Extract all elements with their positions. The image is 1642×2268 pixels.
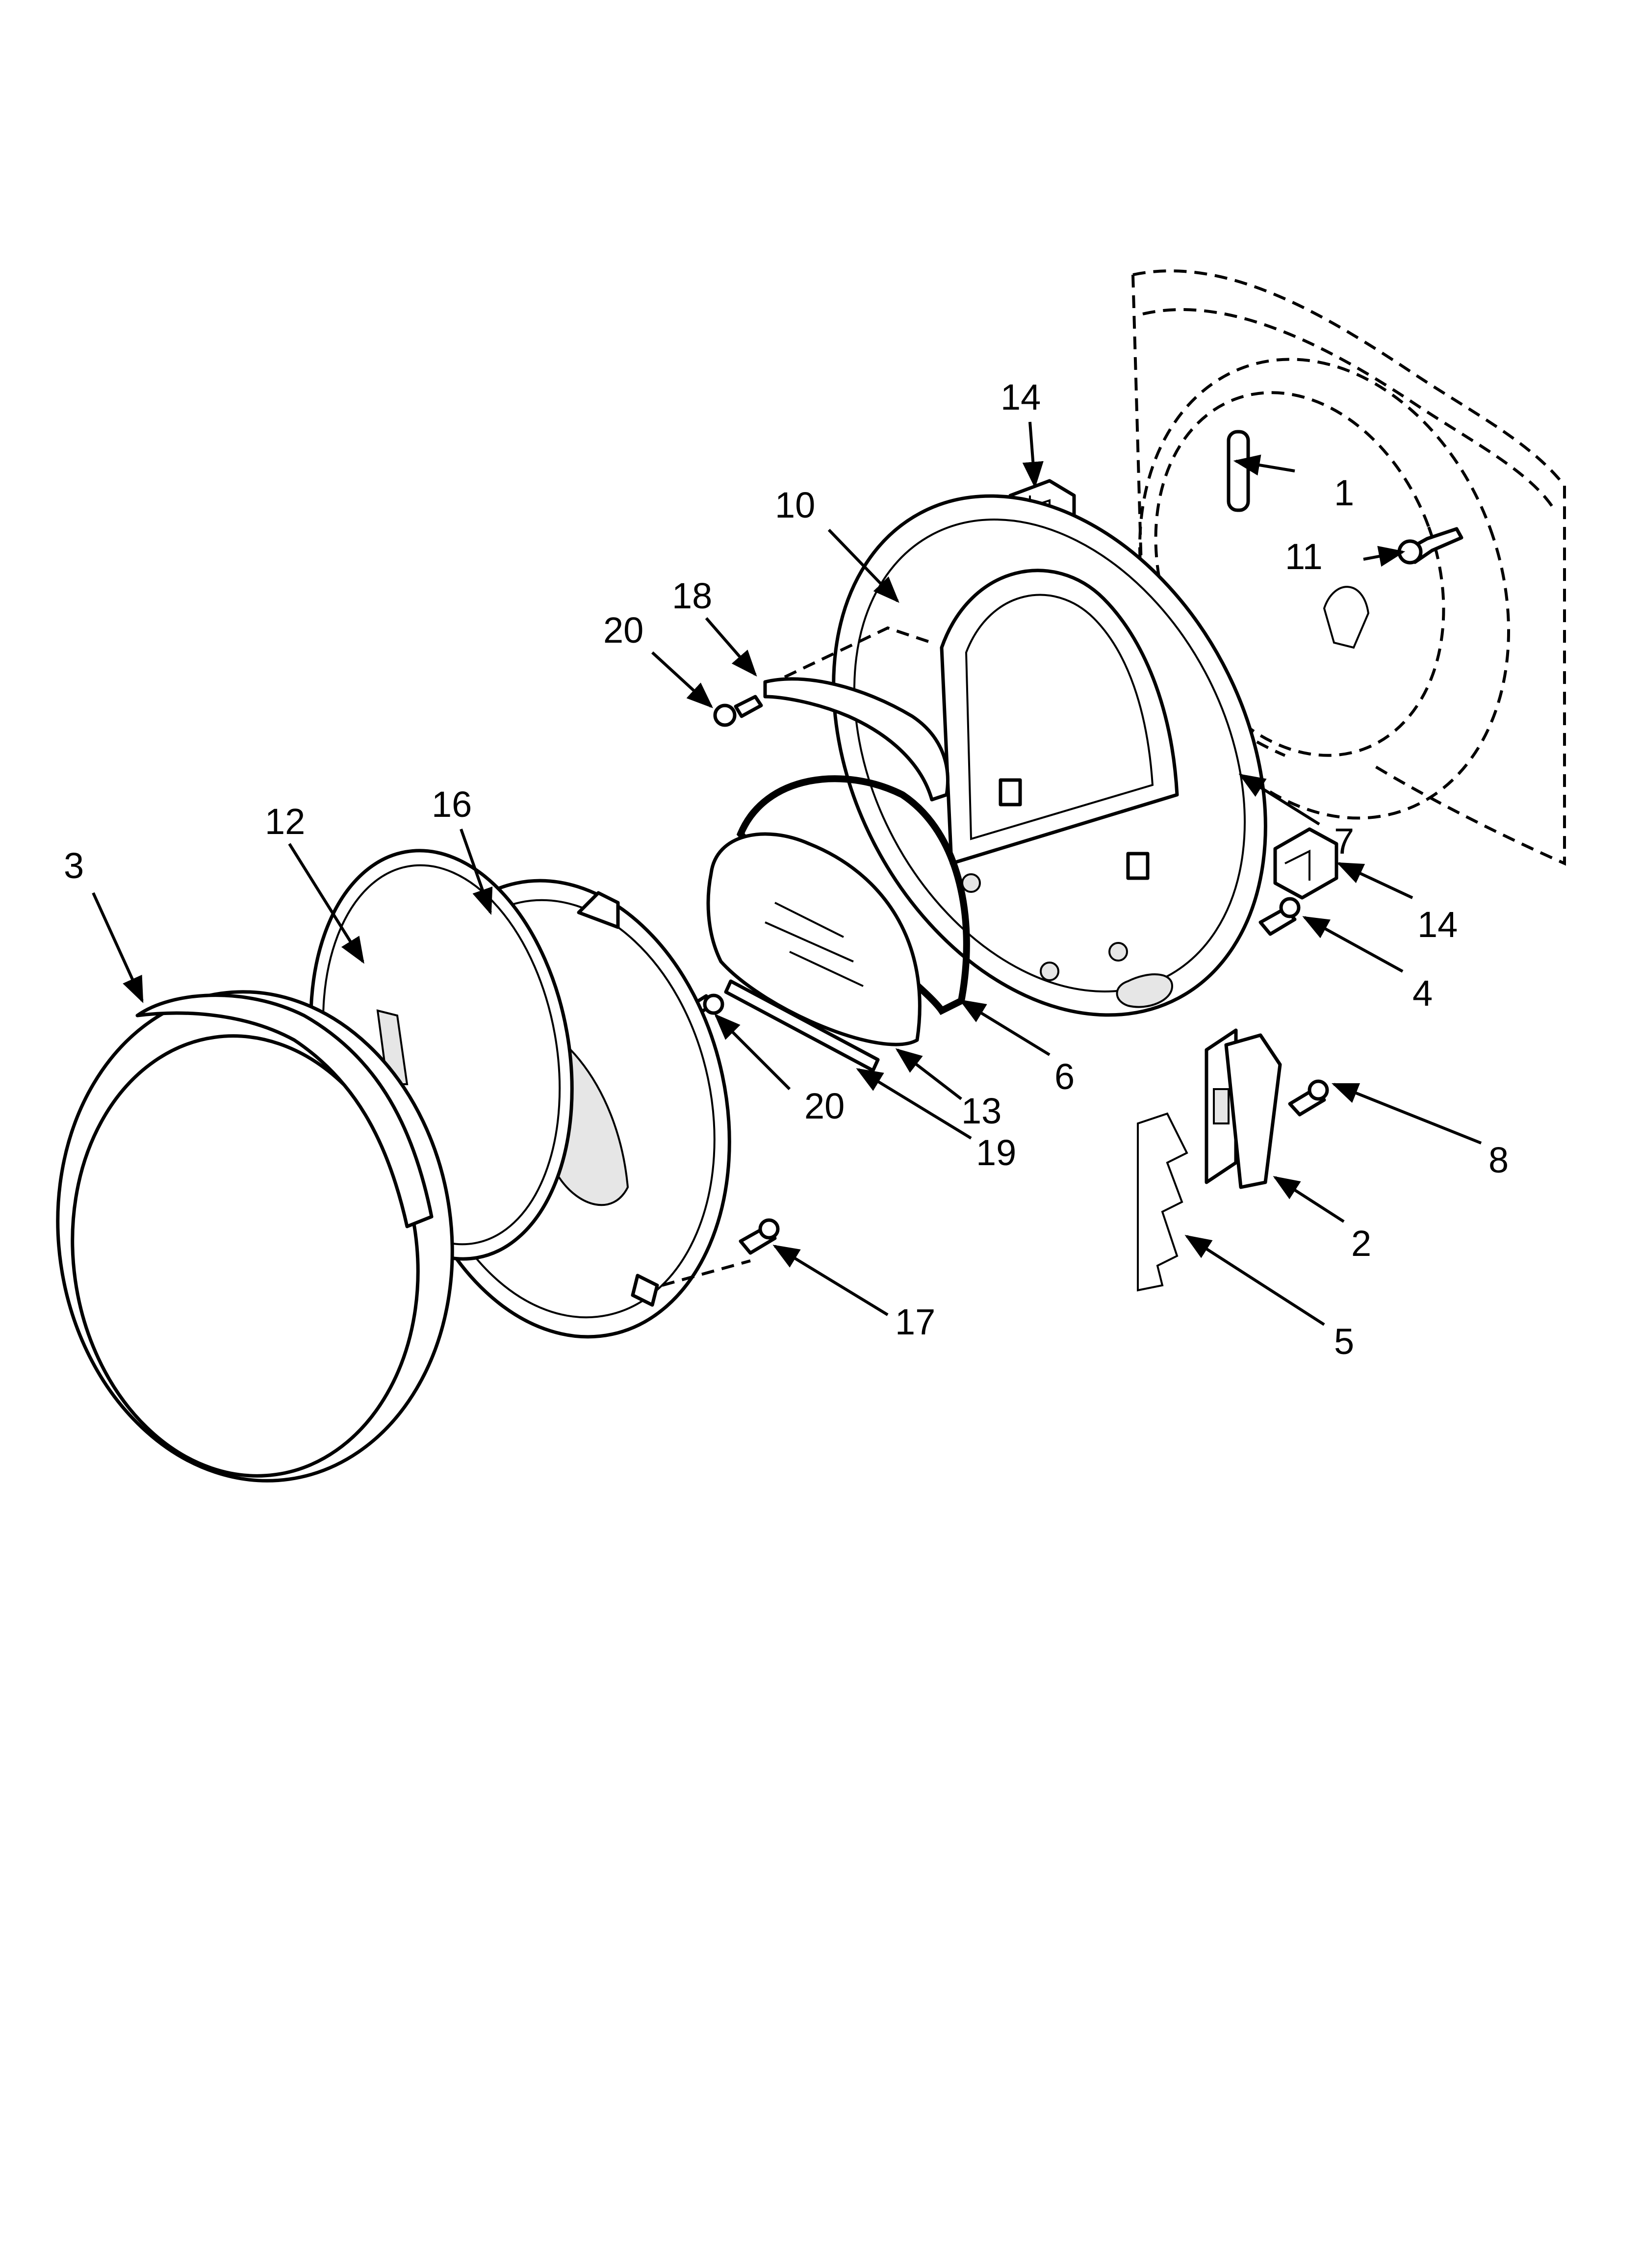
callout-1: 1	[1334, 472, 1354, 513]
door-clip	[999, 778, 1022, 807]
callout-5: 5	[1334, 1321, 1354, 1362]
door-hinge-part-2	[1205, 1028, 1282, 1189]
callout-18: 18	[672, 575, 712, 616]
callout-3: 3	[64, 845, 84, 886]
latch-strike-part	[1227, 430, 1250, 512]
callout-14-top: 14	[1001, 377, 1041, 417]
callout-4: 4	[1412, 973, 1433, 1014]
callout-19: 19	[976, 1132, 1016, 1173]
callout-17: 17	[895, 1302, 935, 1342]
callout-10: 10	[775, 485, 815, 525]
door-bracket-part-18	[763, 626, 949, 802]
callout-20-upper: 20	[603, 610, 643, 651]
callout-12: 12	[265, 801, 305, 842]
hinge-shim-part-5	[1137, 1112, 1188, 1292]
callout-13: 13	[961, 1091, 1001, 1131]
callout-16: 16	[432, 784, 472, 825]
callout-2: 2	[1351, 1223, 1371, 1264]
screw-part-8	[1288, 1079, 1329, 1117]
screw-part-17	[739, 1218, 780, 1255]
callout-20-lower: 20	[804, 1086, 845, 1126]
hinge-block-part-14-right	[1273, 827, 1338, 900]
callout-14-right: 14	[1417, 904, 1458, 945]
door-glass-part-13	[706, 832, 922, 1046]
leader-lines	[92, 421, 1482, 1326]
callout-labels: 1 2 3 4 5 6 7 8 10 11 12 13 14 14 16 17 …	[64, 377, 1509, 1362]
cabinet-front-phantom	[1131, 269, 1566, 866]
callout-11: 11	[1285, 536, 1323, 577]
door-clip	[1126, 852, 1150, 880]
screw-part-20-upper	[713, 695, 763, 727]
callout-7: 7	[1334, 821, 1354, 861]
outer-door-part-3	[56, 990, 454, 1483]
callout-6: 6	[1054, 1056, 1075, 1097]
inner-door-panel-part-10	[832, 494, 1267, 1017]
screw-part-4	[1258, 897, 1301, 936]
callout-8: 8	[1488, 1140, 1509, 1180]
